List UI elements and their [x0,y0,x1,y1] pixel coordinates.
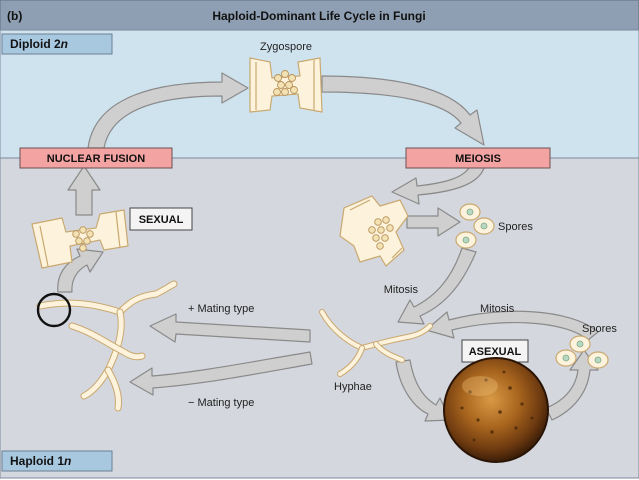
nuclear-fusion-box [19,147,173,169]
arrow-right-spores-to-hyphae [425,310,599,341]
mitosis-right-label: Mitosis [480,303,515,315]
nuclear-fusion-label: NUCLEAR FUSION [47,153,145,165]
haploid-label: Haploid 1n [10,454,71,468]
mating-hyphae [36,280,178,412]
zygospore-nuclei [273,70,298,96]
sexual-box [129,207,193,231]
spores-top-label: Spores [498,221,533,233]
zygospore-label: Zygospore [260,41,312,53]
panel-letter: (b) [7,9,22,23]
arrow-plus-mating [149,313,311,343]
haploid-tag [1,450,113,472]
minus-mating-label: − Mating type [188,397,254,409]
arrow-to-zygospore [87,72,249,149]
diploid-tag [1,33,113,55]
arrow-colony-to-spores [545,349,599,421]
arrow-to-nuclear-fusion [67,165,101,216]
asexual-label: ASEXUAL [469,346,522,358]
germinating-nuclei [368,216,394,250]
central-hyphae [319,309,433,377]
hyphae-label: Hyphae [334,381,372,393]
spores-right-label: Spores [582,323,617,335]
diploid-label: Diploid 2n [10,37,68,51]
arrow-meiosis-down [391,165,485,205]
sexual-label: SEXUAL [139,214,184,226]
plus-mating-label: + Mating type [188,303,254,315]
arrow-spores-to-hyphae [397,247,477,325]
spores-cluster-right [555,335,609,369]
arrow-to-meiosis [321,75,485,146]
meiosis-label: MEIOSIS [455,153,501,165]
arrow-to-spores [406,207,461,237]
fungal-colony [443,357,549,463]
mitosis-left-label: Mitosis [384,284,419,296]
sexual-nuclei [72,226,94,252]
arrow-to-sexual-cells [57,248,104,293]
arrows [57,72,599,422]
arrow-minus-mating [129,351,313,396]
contact-circle [36,292,72,328]
figure-title: Haploid-Dominant Life Cycle in Fungi [212,9,425,23]
meiosis-box [405,147,551,169]
spores-cluster-top [455,203,495,249]
